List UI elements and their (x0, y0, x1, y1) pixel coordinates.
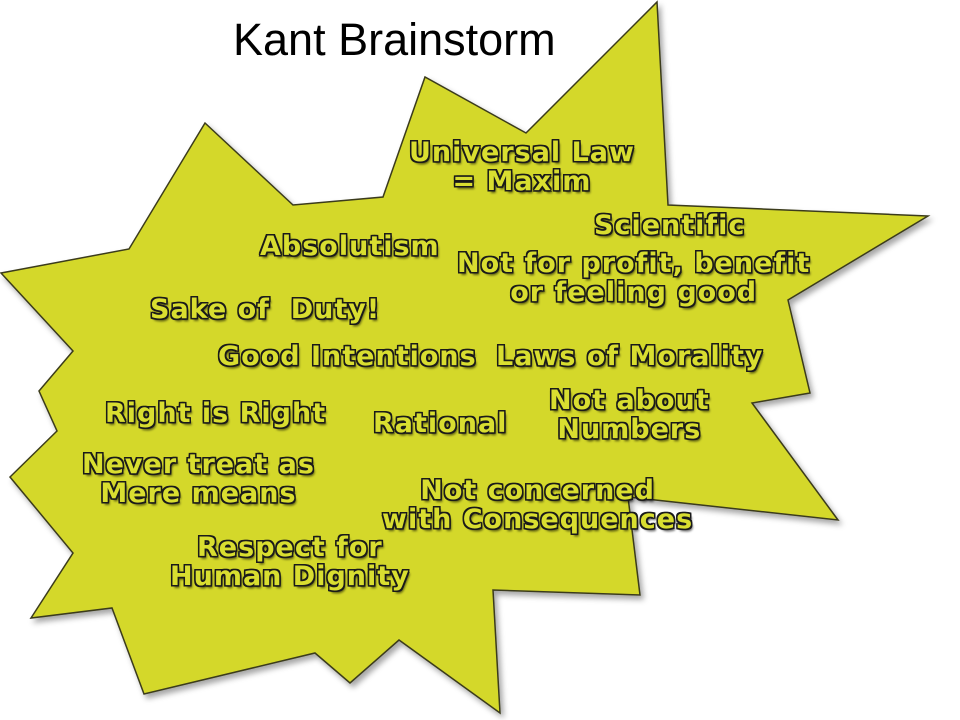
term-line: Right is Right (105, 398, 327, 429)
term-respect: Respect for Human Dignity (170, 532, 410, 592)
term-line: Sake of Duty! (150, 294, 381, 325)
starburst-polygon (0, 0, 931, 715)
term-not-concerned: Not concerned with Consequences (382, 475, 694, 535)
term-line: or feeling good (510, 276, 758, 308)
term-line: Rational (373, 408, 508, 439)
term-line: Respect for (197, 532, 383, 563)
term-scientific: Scientific (594, 210, 746, 241)
term-line: Human Dignity (170, 560, 410, 592)
term-line: Good Intentions (218, 341, 477, 372)
term-line: = Maxim (452, 165, 592, 197)
term-never-treat: Never treat as Mere means (82, 449, 315, 509)
term-universal-law: Universal Law = Maxim (409, 137, 635, 197)
page-title: Kant Brainstorm (233, 14, 556, 65)
term-line: Laws of Morality (496, 341, 764, 372)
term-rational: Rational (373, 408, 508, 439)
term-line: Absolutism (260, 231, 440, 262)
term-line: Not about (549, 385, 710, 416)
term-not-about-numbers: Not about Numbers (549, 385, 710, 445)
term-line: Mere means (100, 477, 297, 509)
term-line: Universal Law (409, 137, 635, 168)
term-line: Never treat as (82, 449, 315, 480)
term-line: Numbers (557, 413, 702, 445)
term-line: with Consequences (382, 503, 694, 535)
term-right-is-right: Right is Right (105, 398, 327, 429)
term-line: Not concerned (420, 475, 655, 506)
term-not-for-profit: Not for profit, benefit or feeling good (457, 248, 811, 308)
term-sake-of-duty: Sake of Duty! (150, 294, 381, 325)
term-absolutism: Absolutism (260, 231, 440, 262)
term-good-intentions: Good Intentions (218, 341, 477, 372)
term-laws-of-morality: Laws of Morality (496, 341, 764, 372)
term-line: Not for profit, benefit (457, 248, 811, 279)
term-line: Scientific (594, 210, 746, 241)
